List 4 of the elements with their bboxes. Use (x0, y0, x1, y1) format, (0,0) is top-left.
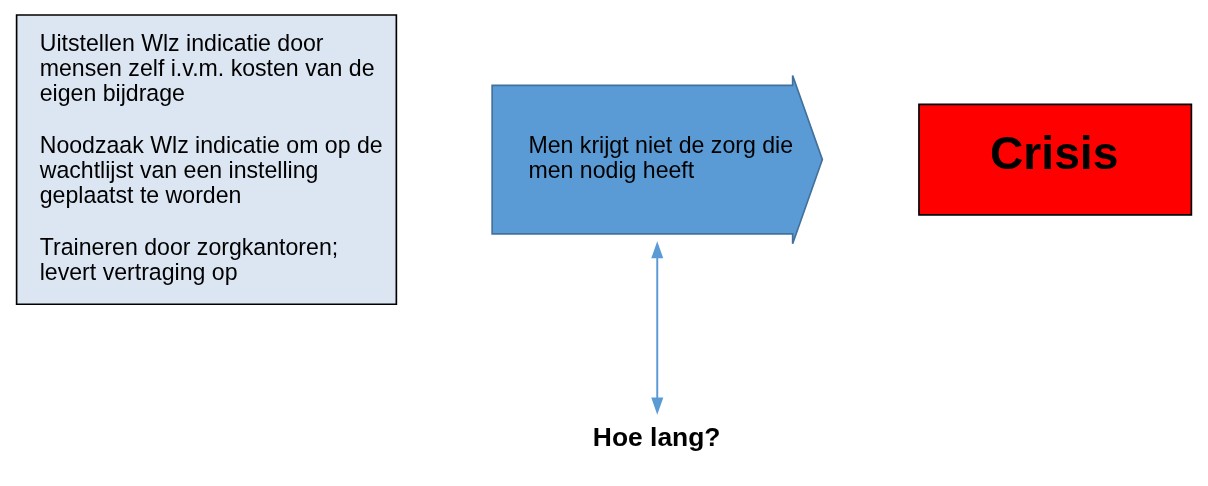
node-box: Uitstellen Wlz indicatie door mensen zelf i.v.m. kosten van de eigen bijdrage Noodzaak Wlz indicatie om op de wachtlijst van een instelling geplaatst te worden Traineren door zorgkantoren; levert vertraging op (15, 14, 398, 306)
arrow (651, 241, 664, 415)
node-box: Crisis (918, 103, 1193, 216)
node-text: Hoe lang? (592, 422, 721, 453)
